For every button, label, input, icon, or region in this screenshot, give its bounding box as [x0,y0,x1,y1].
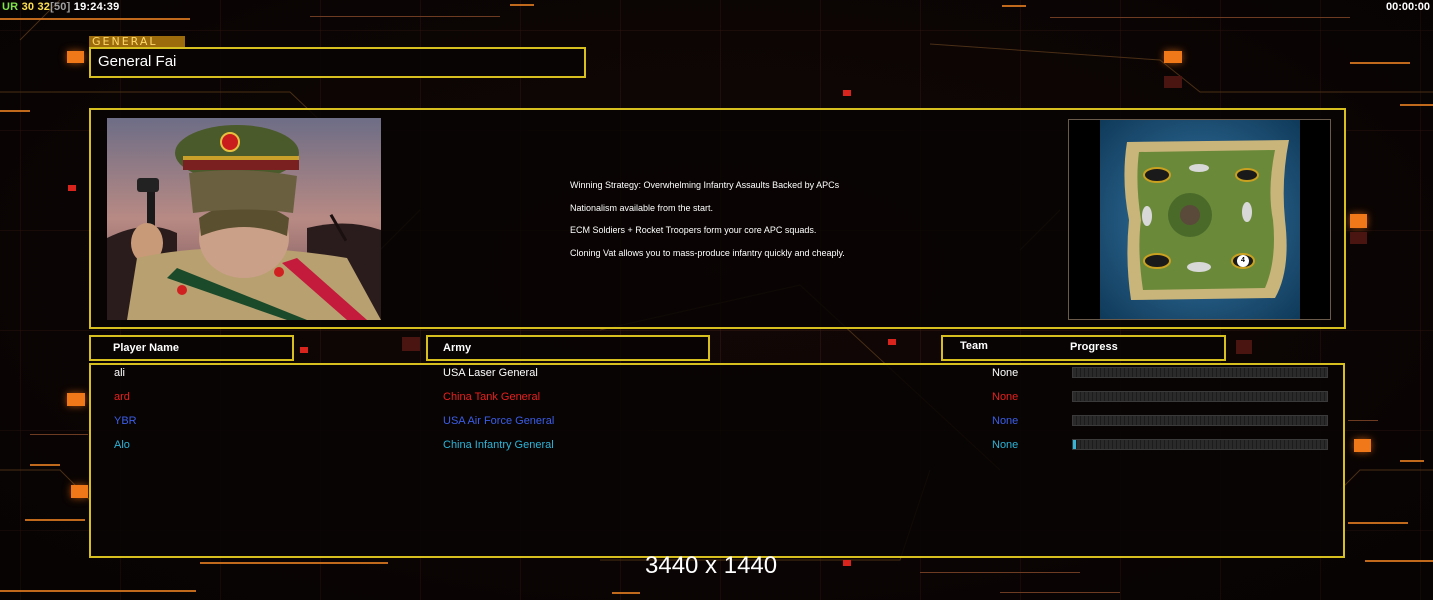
deco-square [1350,232,1367,244]
deco-square [71,485,88,498]
player-name: Alo [114,439,130,451]
strategy-line-1: Winning Strategy: Overwhelming Infantry … [570,180,840,190]
player-army: China Tank General [443,391,541,403]
player-name-header-box [89,335,294,361]
fps-clock-overlay: UR 30 32[50] 19:24:39 [2,1,119,13]
deco-line [1400,104,1433,106]
general-section-tag: GENERAL [89,36,185,47]
hud-value-2: 32 [37,1,51,13]
deco-line [30,464,60,466]
deco-line [920,572,1080,573]
deco-square [1164,51,1182,63]
army-header-box [426,335,710,361]
player-team: None [992,391,1019,403]
strategy-line-4: Cloning Vat allows you to mass-produce i… [570,247,845,258]
deco-line [1002,5,1026,7]
player-team: None [992,367,1019,379]
player-progress-bar [1072,391,1328,402]
player-name: YBR [114,415,137,427]
hud-value-1: 30 [21,1,35,13]
deco-line [1000,592,1120,593]
deco-line [1365,560,1433,562]
player-name: ali [114,367,126,379]
deco-square [67,51,84,63]
deco-line [1348,420,1378,421]
progress-header: Progress [1070,341,1118,353]
deco-line [1348,522,1408,524]
game-timer: 00:00:00 [1385,1,1430,13]
deco-line [510,4,534,6]
deco-square [843,560,851,566]
deco-square [300,347,308,353]
team-progress-header-box [941,335,1226,361]
player-progress-bar [1072,367,1328,378]
deco-line [200,562,388,564]
player-progress-fill [1073,440,1076,449]
map-preview: 4 [1068,119,1331,320]
deco-square [402,337,420,351]
map-start-position-marker: 4 [1237,255,1249,267]
player-army: China Infantry General [443,439,554,451]
deco-square [1354,439,1371,452]
hud-ur-label: UR [2,1,19,13]
player-team: None [992,439,1019,451]
deco-line [0,110,30,112]
resolution-label: 3440 x 1440 [645,552,778,579]
deco-line [1350,62,1410,64]
deco-square [888,339,896,345]
deco-line [25,519,85,521]
player-team: None [992,415,1019,427]
player-army: USA Laser General [443,367,538,379]
deco-line [612,592,640,594]
general-portrait [107,118,381,320]
player-name: ard [114,391,130,403]
deco-square [1350,214,1367,228]
player-army: USA Air Force General [443,415,555,427]
player-progress-bar [1072,439,1328,450]
deco-line [0,18,190,20]
player-name-header: Player Name [113,342,180,354]
general-name: General Fai [98,53,177,70]
deco-square [1164,76,1182,88]
strategy-description: Winning Strategy: Overwhelming Infantry … [570,180,845,270]
deco-line [0,590,196,592]
deco-line [1400,460,1424,462]
general-name-box [89,47,586,78]
army-header: Army [443,342,472,354]
player-progress-bar [1072,415,1328,426]
hud-clock: 19:24:39 [73,1,120,13]
team-header: Team [960,340,988,352]
deco-square [67,393,85,406]
deco-square [843,90,851,96]
hud-value-3: [50] [50,1,71,13]
deco-line [1050,17,1350,18]
deco-square [68,185,76,191]
strategy-line-2: Nationalism available from the start. [570,202,714,213]
deco-square [1236,340,1252,354]
deco-line [30,434,88,435]
strategy-line-3: ECM Soldiers + Rocket Troopers form your… [570,225,817,235]
deco-line [310,16,500,17]
